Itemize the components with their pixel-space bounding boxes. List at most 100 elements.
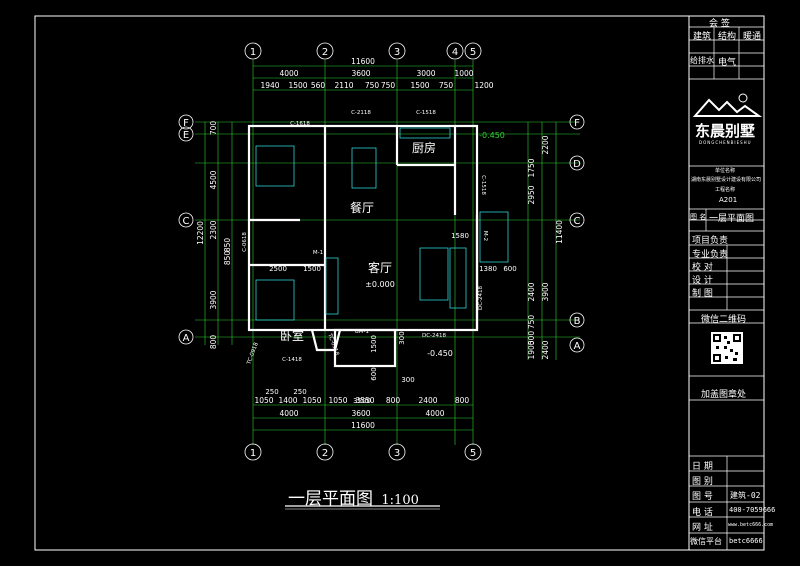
axis-label-2: 2 — [322, 47, 328, 58]
sign-header: 会 签 — [709, 19, 730, 29]
axis-label-F: F — [183, 118, 189, 129]
info-label-category: 图 别 — [692, 477, 713, 487]
dim-top-row2: 750 — [381, 81, 396, 90]
dim-bottom-row2: 4000 — [425, 409, 444, 418]
dim-top-row2: 750 — [365, 81, 380, 90]
misc-dim: 600 — [370, 367, 378, 380]
info-value-number: 建筑-02 — [730, 491, 761, 500]
stamp-label: 加盖图章处 — [701, 390, 747, 400]
dim-top-row2: 1500 — [410, 81, 429, 90]
misc-dim: 3500 — [353, 397, 371, 405]
dim-right: 2950 — [527, 185, 536, 204]
dim-top-total: 11600 — [351, 57, 375, 66]
level-porch: -0.450 — [427, 349, 453, 358]
info-value-website: www.betc666.com — [728, 522, 774, 528]
role-designer: 设 计 — [692, 276, 713, 286]
logo-text: 东晨别墅 — [695, 122, 756, 140]
info-label-website: 网 址 — [692, 523, 713, 533]
level-living: ±0.000 — [365, 280, 395, 289]
dim-left: 4500 — [209, 170, 218, 189]
axis-label-A-right: A — [574, 341, 581, 352]
axis-label-5-bottom: 5 — [470, 448, 476, 459]
dim-top-row2: 1940 — [260, 81, 279, 90]
role-drafter: 制 图 — [692, 289, 713, 299]
dim-bottom-row1: 1050 — [328, 396, 347, 405]
dim-right: 2400 — [541, 340, 550, 359]
axis-grid — [195, 60, 580, 445]
dim-bottom-row1: 1050 — [302, 396, 321, 405]
dim-top-row2: 750 — [439, 81, 454, 90]
dim-bottom-row1: 800 — [455, 396, 470, 405]
axis-label-1: 1 — [250, 47, 256, 58]
window-tag: C-0618 — [242, 232, 248, 252]
misc-dim: 600 — [503, 265, 516, 273]
window-tag: C-1518 — [416, 110, 436, 116]
logo-subtext: DONGCHENBIESHU — [699, 140, 752, 145]
dim-top-row1: 1000 — [454, 69, 473, 78]
dimension-texts: 11600 4000 3600 3000 1000 1940 1500 560 … — [254, 57, 493, 430]
title-block: 会 签 建筑 结构 暖通 给排水 电气 东晨别墅 DONGCHENBIESHU … — [689, 16, 775, 550]
dim-right: 1900 — [527, 340, 536, 359]
logo-mark — [692, 93, 763, 117]
dim-bottom-row1: 800 — [386, 396, 401, 405]
dim-right: 3900 — [541, 282, 550, 301]
title-block-lines — [689, 26, 764, 550]
dim-right-total: 11400 — [555, 220, 564, 244]
window-tag: DC-2418 — [478, 285, 484, 310]
sign-structure: 结构 — [718, 32, 737, 42]
info-value-phone: 400-7059666 — [729, 506, 776, 514]
dim-left: 850 — [223, 238, 232, 253]
axis-label-B-right: B — [574, 316, 581, 327]
info-label-number: 图 号 — [692, 492, 713, 502]
sign-plumbing: 给排水 — [690, 56, 714, 65]
furniture — [255, 127, 509, 321]
window-tag: C-1618 — [290, 121, 310, 127]
dim-top-row2: 1200 — [474, 81, 493, 90]
misc-dim: 250 — [265, 388, 278, 396]
dim-top-row1: 3000 — [416, 69, 435, 78]
axis-label-E: E — [183, 130, 189, 141]
dim-bottom-row2: 4000 — [279, 409, 298, 418]
drawing-title: 一层平面图 1:100 — [288, 484, 419, 509]
info-label-wechat: 微信平台 — [690, 537, 722, 546]
axis-labels: 1 2 3 4 5 1 2 3 5 F E C A F D C B A — [183, 47, 582, 459]
dim-bottom-row1: 1400 — [278, 396, 297, 405]
dim-top-row1: 4000 — [279, 69, 298, 78]
dim-top-row2: 1500 — [288, 81, 307, 90]
dim-bottom-row1: 2400 — [418, 396, 437, 405]
qr-label: 微信二维码 — [701, 315, 747, 325]
dim-right: 2200 — [541, 135, 550, 154]
misc-dim: 250 — [293, 388, 306, 396]
sign-electrical: 电气 — [718, 58, 737, 68]
axis-label-C-right: C — [574, 216, 581, 227]
axis-label-3-bottom: 3 — [394, 448, 400, 459]
dim-top-row2: 2110 — [334, 81, 353, 90]
dim-bottom-row1: 1050 — [254, 396, 273, 405]
axis-label-2-bottom: 2 — [322, 448, 328, 459]
drawing-name-label: 图 名 — [690, 213, 707, 221]
dim-left: 2300 — [209, 220, 218, 239]
info-label-date: 日 期 — [692, 462, 713, 472]
role-discipline-lead: 专业负责 — [692, 250, 729, 260]
dim-left: 700 — [209, 121, 218, 136]
project-label: 工程名称 — [715, 187, 736, 193]
info-label-phone: 电 话 — [692, 508, 713, 518]
misc-dim: 1380 — [479, 265, 497, 273]
axis-label-D-right: D — [573, 159, 581, 170]
sign-hvac: 暖通 — [743, 32, 762, 42]
axis-label-F-right: F — [574, 118, 580, 129]
dim-top-row1: 3600 — [351, 69, 370, 78]
dim-left-total: 12200 — [196, 221, 205, 245]
axis-label-4: 4 — [452, 47, 458, 58]
info-value-wechat: betc6666 — [729, 537, 763, 545]
dim-right: 500 — [527, 331, 536, 346]
axis-label-5: 5 — [470, 47, 476, 58]
door-tag: BM-1 — [355, 329, 369, 335]
drawing-scale: 1:100 — [381, 493, 419, 508]
sheet-border — [34, 15, 765, 551]
room-living-label: 客厅 — [368, 260, 392, 275]
axis-label-C: C — [183, 216, 190, 227]
walls — [247, 124, 479, 368]
axis-label-A: A — [183, 333, 190, 344]
